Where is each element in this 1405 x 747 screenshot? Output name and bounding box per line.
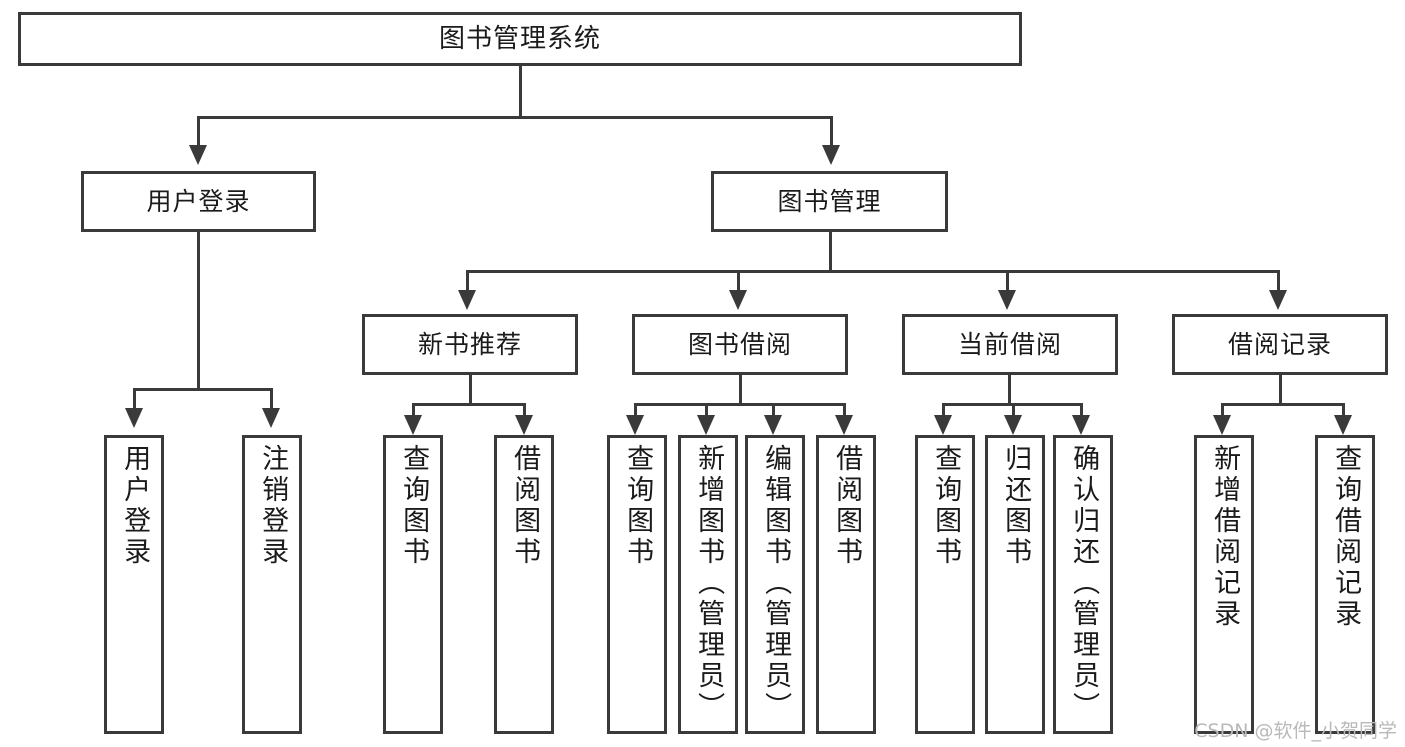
leaf-nbr-query-book[interactable]: 查询图书: [383, 435, 443, 734]
node-label: 编辑图书（管理员）: [760, 444, 792, 723]
connector-book-mgmt-stem: [829, 232, 832, 272]
node-label: 新增图书（管理员）: [693, 444, 725, 723]
node-label: 查询图书: [930, 444, 962, 568]
connector-root-to-book-mgmt: [830, 116, 833, 148]
connector-nbr-stem: [469, 375, 472, 405]
leaf-bb-query-book[interactable]: 查询图书: [607, 435, 667, 734]
arrowhead-cb-leaf-2: [1004, 415, 1022, 435]
connector-nbr-drop-1: [412, 403, 415, 417]
node-label: 归还图书: [1000, 444, 1032, 568]
node-label: 查询图书: [398, 444, 430, 568]
node-root-system[interactable]: 图书管理系统: [18, 12, 1022, 66]
connector-user-login-drop-1: [133, 388, 136, 410]
connector-user-login-bus: [133, 388, 273, 391]
connector-root-bus: [197, 116, 833, 119]
arrowhead-br-leaf-1: [1213, 415, 1231, 435]
leaf-logout[interactable]: 注销登录: [242, 435, 302, 734]
arrowhead-new-book-recommend: [458, 290, 476, 310]
arrowhead-root-to-user-login: [189, 145, 207, 165]
connector-br-stem: [1279, 375, 1282, 405]
leaf-cb-query-book[interactable]: 查询图书: [915, 435, 975, 734]
connector-bb-drop-1: [634, 403, 637, 417]
leaf-cb-return-book[interactable]: 归还图书: [985, 435, 1045, 734]
arrowhead-br-leaf-2: [1334, 415, 1352, 435]
connector-user-login-stem: [197, 232, 200, 390]
connector-cb-stem: [1008, 375, 1011, 405]
connector-bb-drop-2: [705, 403, 708, 417]
connector-book-mgmt-drop-3: [1006, 270, 1009, 292]
connector-user-login-drop-2: [270, 388, 273, 410]
arrowhead-leaf-logout: [262, 408, 280, 428]
node-label: 当前借阅: [957, 329, 1062, 359]
arrowhead-current-borrow: [998, 290, 1016, 310]
node-label: 用户登录: [146, 186, 251, 216]
node-label: 图书管理: [777, 186, 882, 216]
connector-book-mgmt-drop-1: [466, 270, 469, 292]
connector-bb-stem: [739, 375, 742, 405]
arrowhead-leaf-user-login: [125, 408, 143, 428]
connector-book-mgmt-bus: [466, 270, 1280, 273]
leaf-user-login[interactable]: 用户登录: [104, 435, 164, 734]
leaf-br-add-record[interactable]: 新增借阅记录: [1194, 435, 1254, 734]
node-label: 图书管理系统: [438, 23, 601, 54]
arrowhead-bb-leaf-4: [835, 415, 853, 435]
connector-bb-drop-3: [772, 403, 775, 417]
connector-br-bus: [1221, 403, 1345, 406]
leaf-bb-borrow-book[interactable]: 借阅图书: [816, 435, 876, 734]
arrowhead-bb-leaf-1: [626, 415, 644, 435]
connector-nbr-bus: [412, 403, 526, 406]
leaf-bb-add-book-admin[interactable]: 新增图书（管理员）: [678, 435, 738, 734]
arrowhead-cb-leaf-1: [934, 415, 952, 435]
node-label: 图书借阅: [687, 329, 792, 359]
connector-cb-bus: [942, 403, 1081, 406]
node-label: 查询图书: [622, 444, 654, 568]
connector-nbr-drop-2: [523, 403, 526, 417]
connector-root-to-user-login: [197, 116, 200, 148]
node-label: 借阅图书: [831, 444, 863, 568]
connector-bb-bus: [634, 403, 846, 406]
connector-cb-drop-3: [1080, 403, 1083, 417]
connector-cb-drop-1: [942, 403, 945, 417]
connector-cb-drop-2: [1012, 403, 1015, 417]
node-label: 新书推荐: [417, 329, 522, 359]
csdn-watermark: CSDN @软件_小贺同学: [1194, 720, 1397, 742]
arrowhead-book-borrow: [729, 290, 747, 310]
arrowhead-borrow-record: [1269, 290, 1287, 310]
arrowhead-nbr-leaf-2: [515, 415, 533, 435]
node-label: 查询借阅记录: [1330, 444, 1362, 630]
arrowhead-nbr-leaf-1: [404, 415, 422, 435]
connector-bb-drop-4: [843, 403, 846, 417]
arrowhead-cb-leaf-3: [1072, 415, 1090, 435]
node-user-login[interactable]: 用户登录: [81, 171, 316, 232]
connector-br-drop-2: [1342, 403, 1345, 417]
leaf-nbr-borrow-book[interactable]: 借阅图书: [494, 435, 554, 734]
leaf-bb-edit-book-admin[interactable]: 编辑图书（管理员）: [745, 435, 805, 734]
node-label: 借阅图书: [509, 444, 541, 568]
connector-book-mgmt-drop-4: [1277, 270, 1280, 292]
node-book-borrow[interactable]: 图书借阅: [632, 314, 848, 375]
node-label: 借阅记录: [1227, 329, 1332, 359]
connector-book-mgmt-drop-2: [737, 270, 740, 292]
node-label: 用户登录: [119, 444, 151, 568]
arrowhead-bb-leaf-3: [764, 415, 782, 435]
leaf-br-query-record[interactable]: 查询借阅记录: [1315, 435, 1375, 734]
leaf-cb-confirm-return-admin[interactable]: 确认归还（管理员）: [1053, 435, 1113, 734]
arrowhead-bb-leaf-2: [697, 415, 715, 435]
connector-root-stem: [519, 66, 522, 118]
node-new-book-recommend[interactable]: 新书推荐: [362, 314, 578, 375]
node-current-borrow[interactable]: 当前借阅: [902, 314, 1118, 375]
node-label: 新增借阅记录: [1209, 444, 1241, 630]
arrowhead-root-to-book-mgmt: [822, 145, 840, 165]
connector-br-drop-1: [1221, 403, 1224, 417]
node-label: 确认归还（管理员）: [1068, 444, 1100, 723]
node-label: 注销登录: [257, 444, 289, 568]
node-book-management[interactable]: 图书管理: [711, 171, 948, 232]
node-borrow-record[interactable]: 借阅记录: [1172, 314, 1388, 375]
